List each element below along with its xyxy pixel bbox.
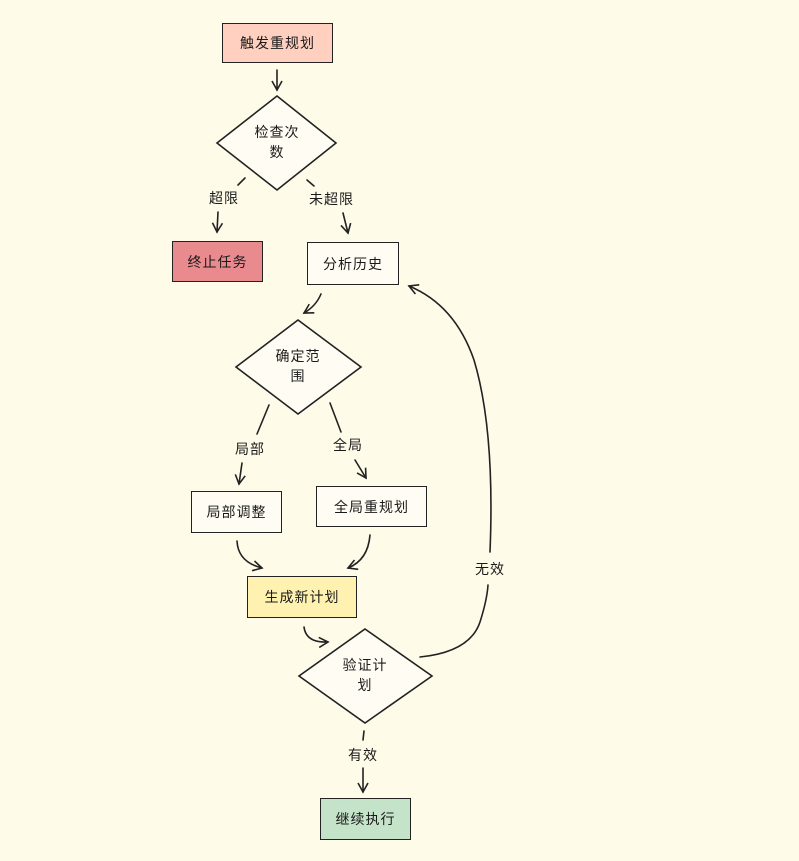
edge-exceeded-b: [211, 211, 224, 234]
edge-label-valid: 有效: [346, 745, 380, 765]
node-global-replan: 全局重规划: [316, 486, 427, 527]
node-terminate-task: 终止任务: [172, 241, 263, 282]
edge-exceeded-a: [237, 177, 246, 186]
edge-label-not-exceeded: 未超限: [307, 189, 356, 209]
diamond-validate: [297, 628, 434, 724]
edge-global-a: [329, 402, 342, 433]
edge-label-global: 全局: [331, 435, 365, 455]
diamond-check-count: [215, 94, 338, 192]
edge-local-a: [256, 404, 270, 435]
edge-generate-validate: [303, 626, 330, 649]
edge-invalid-loop-b: [407, 284, 492, 553]
diamond-validate-label: 验证计 划: [342, 658, 388, 694]
edge-global-generate: [346, 534, 371, 571]
edge-label-invalid: 无效: [473, 559, 507, 579]
node-analyze-history: 分析历史: [307, 242, 399, 285]
edge-local-b: [234, 462, 246, 486]
edge-label-local: 局部: [233, 439, 267, 459]
edge-not-exceeded-a: [306, 179, 315, 187]
edge-global-b: [354, 459, 367, 480]
diamond-determine-scope: [234, 318, 363, 416]
diamond-determine-scope-label: 确定范 围: [275, 349, 321, 385]
edge-local-generate: [236, 540, 264, 572]
node-local-adjust: 局部调整: [191, 491, 282, 533]
edge-valid-a: [362, 730, 365, 741]
edge-not-exceeded-b: [340, 212, 352, 235]
diamond-check-count-label: 检查次 数: [254, 125, 300, 161]
edge-label-exceeded: 超限: [207, 188, 241, 208]
node-trigger-replan: 触发重规划: [222, 23, 333, 63]
node-generate-plan: 生成新计划: [247, 576, 357, 618]
edge-invalid-loop: [419, 584, 489, 658]
edge-analyze-scope: [302, 293, 322, 314]
node-continue-execution: 继续执行: [320, 798, 411, 840]
